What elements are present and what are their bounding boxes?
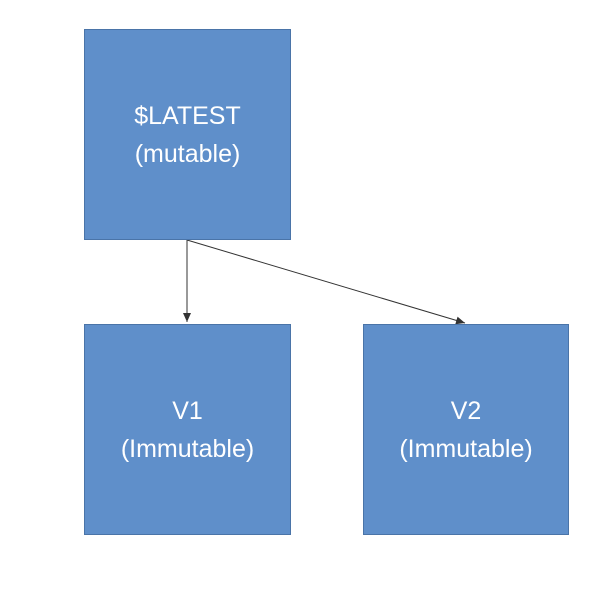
node-latest: $LATEST (mutable) <box>84 29 291 240</box>
node-latest-title: $LATEST <box>134 101 241 130</box>
node-v2-subtitle: (Immutable) <box>399 434 533 463</box>
node-v2: V2 (Immutable) <box>363 324 569 535</box>
edge-latest-to-v2 <box>186 239 466 325</box>
node-v2-title: V2 <box>450 396 482 425</box>
node-v1-subtitle: (Immutable) <box>120 434 255 463</box>
node-v1-title: V1 <box>172 396 203 425</box>
node-v1: V1 (Immutable) <box>84 324 291 535</box>
node-latest-subtitle: (mutable) <box>134 139 241 168</box>
